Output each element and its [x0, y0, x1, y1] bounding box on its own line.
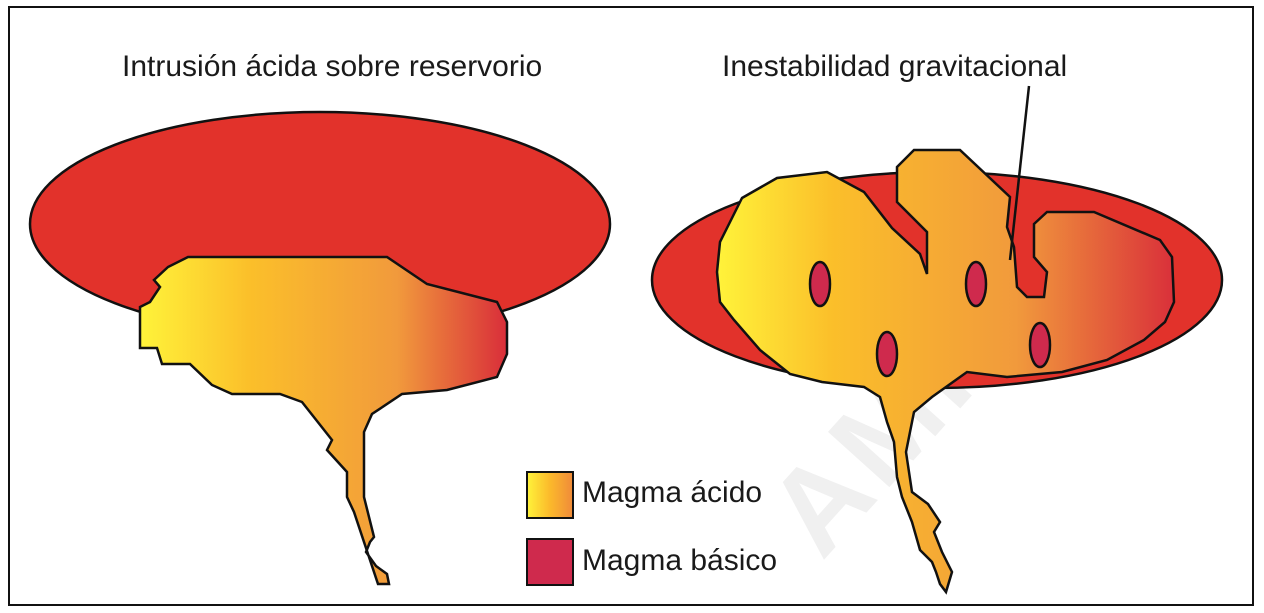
left-acid-intrusion: [140, 257, 507, 584]
magma-diagram: AMICO Intrusión ácida sobre reservorio I…: [10, 8, 1254, 606]
legend-acid-label: Magma ácido: [582, 476, 762, 509]
legend: Magma ácido Magma básico: [527, 472, 777, 585]
basic-magma-blob: [810, 262, 830, 306]
basic-magma-blob: [966, 262, 986, 306]
diagram-frame: AMICO Intrusión ácida sobre reservorio I…: [8, 6, 1254, 606]
basic-magma-blob: [877, 332, 897, 376]
right-panel: [652, 86, 1222, 592]
right-panel-title: Inestabilidad gravitacional: [722, 50, 1067, 83]
basic-magma-blob: [1030, 323, 1050, 367]
legend-basic-swatch: [527, 539, 573, 585]
legend-acid-swatch: [527, 472, 573, 518]
legend-basic-label: Magma básico: [582, 544, 777, 577]
left-panel-title: Intrusión ácida sobre reservorio: [122, 50, 542, 83]
left-panel: [30, 112, 610, 584]
